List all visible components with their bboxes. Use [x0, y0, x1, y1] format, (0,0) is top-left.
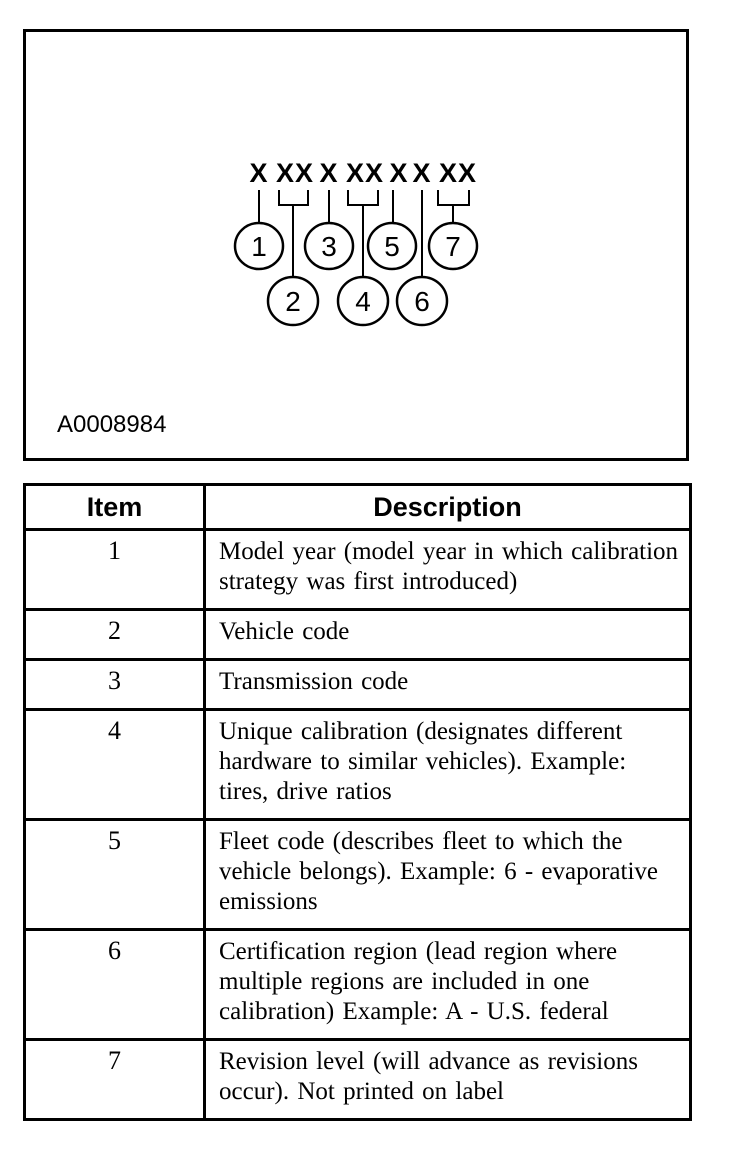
item-description: Certification region (lead region where … [203, 928, 692, 1041]
figure-caption: A0008984 [57, 411, 166, 438]
item-number: 6 [23, 928, 206, 1041]
item-number: 3 [23, 658, 206, 711]
callout-circle-4 [336, 275, 390, 327]
table-header-row: Item Description [23, 483, 692, 531]
callout-number-5: 5 [384, 231, 400, 262]
item-number: 4 [23, 708, 206, 821]
callout-number-4: 4 [355, 286, 371, 317]
callout-number-1: 1 [251, 231, 267, 262]
callout-number-2: 2 [285, 286, 301, 317]
table-row: 7 Revision level (will advance as revisi… [23, 1038, 692, 1121]
calibration-code-figure: X XX X XX X X XX 1 3 5 7 [23, 29, 689, 461]
description-column-header: Description [203, 483, 692, 531]
table-row: 5 Fleet code (describes fleet to which t… [23, 818, 692, 931]
item-description: Unique calibration (designates different… [203, 708, 692, 821]
item-description: Model year (model year in which calibrat… [203, 528, 692, 611]
item-number: 7 [23, 1038, 206, 1121]
code-group-5: X [389, 158, 408, 188]
callout-circle-7 [427, 221, 479, 271]
callout-circle-5 [366, 221, 418, 271]
callout-circle-1 [233, 221, 285, 271]
calibration-code-diagram: X XX X XX X X XX 1 3 5 7 [57, 158, 479, 438]
item-number: 5 [23, 818, 206, 931]
code-group-1: X [249, 158, 268, 188]
code-group-3: X [319, 158, 338, 188]
item-description: Revision level (will advance as revision… [203, 1038, 692, 1121]
item-description: Vehicle code [203, 608, 692, 661]
bracket-4 [347, 190, 379, 206]
callout-circle-3 [303, 221, 355, 271]
callout-circle-6 [395, 275, 449, 327]
item-description: Transmission code [203, 658, 692, 711]
table-row: 1 Model year (model year in which calibr… [23, 528, 692, 611]
code-group-7: XX [439, 158, 477, 188]
callout-circle-2 [266, 275, 320, 327]
callout-number-6: 6 [414, 286, 430, 317]
table-row: 3 Transmission code [23, 658, 692, 711]
code-group-4: XX [346, 158, 384, 188]
table-row: 4 Unique calibration (designates differe… [23, 708, 692, 821]
item-number: 2 [23, 608, 206, 661]
callout-number-7: 7 [445, 231, 461, 262]
item-number: 1 [23, 528, 206, 611]
code-group-2: XX [276, 158, 314, 188]
bracket-2 [278, 190, 309, 206]
item-column-header: Item [23, 483, 206, 531]
table-row: 2 Vehicle code [23, 608, 692, 661]
item-description: Fleet code (describes fleet to which the… [203, 818, 692, 931]
callout-number-3: 3 [321, 231, 337, 262]
code-group-6: X [412, 158, 431, 188]
table-row: 6 Certification region (lead region wher… [23, 928, 692, 1041]
item-description-table: Item Description 1 Model year (model yea… [23, 483, 692, 1121]
bracket-7 [437, 190, 470, 206]
